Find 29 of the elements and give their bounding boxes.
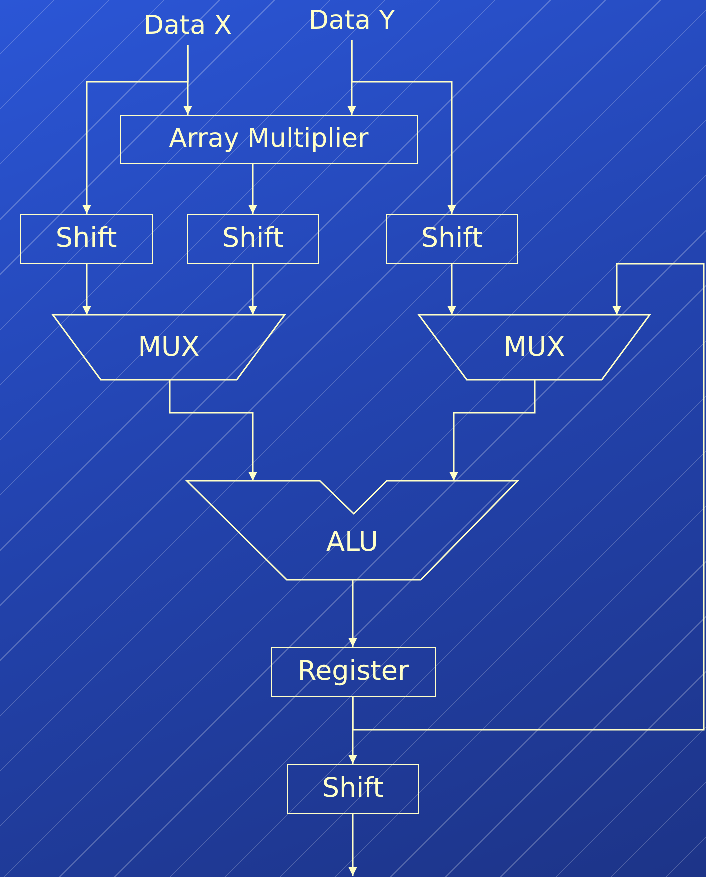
input-label: Data X [144,12,232,41]
arrow [248,164,258,214]
block-label: Shift [222,224,284,254]
arrow [348,697,358,764]
block-label: Shift [322,774,384,804]
shift-box [386,214,518,264]
block-label: MUX [138,332,200,362]
arrow [82,264,92,315]
arrow [248,264,258,315]
shift-box [20,214,153,264]
block-label: Shift [421,224,483,254]
multiplier-box [120,115,418,164]
block-label: ALU [326,528,378,558]
arrow [82,45,189,214]
input-label: Data Y [308,7,396,36]
arrow [348,814,358,876]
block-label: Register [298,657,410,687]
shift-box [287,764,419,814]
shift-box [187,214,319,264]
arrow [348,580,358,647]
arrow [169,380,258,481]
register-box [271,647,436,697]
block-label: Shift [56,224,118,254]
block-label: Array Multiplier [169,125,369,154]
block-label: MUX [504,332,566,362]
arrow [351,40,456,214]
arrow [450,380,536,481]
arrow [448,264,456,315]
arrow [352,263,705,731]
